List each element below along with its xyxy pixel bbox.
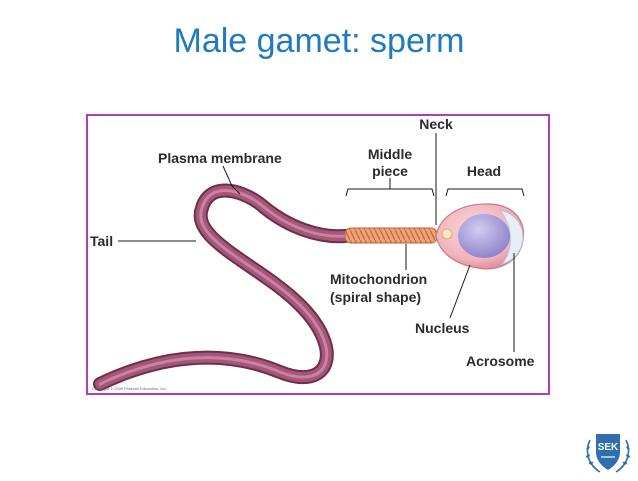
label-mitochondrion-line1: Mitochondrion — [330, 271, 427, 287]
label-mitochondrion-line2: (spiral shape) — [330, 289, 421, 305]
svg-text:SEK: SEK — [598, 442, 619, 453]
label-plasma-membrane: Plasma membrane — [158, 150, 282, 166]
label-tail: Tail — [90, 233, 113, 249]
sek-logo: SEK — [582, 430, 634, 476]
label-middle-piece-line2: piece — [372, 163, 408, 179]
copyright-note: Copyright © 2009 Pearson Education, Inc. — [92, 386, 167, 391]
nucleus — [458, 214, 510, 258]
middle-piece — [344, 227, 438, 244]
label-head: Head — [467, 163, 501, 179]
label-middle-piece-line1: Middle — [368, 146, 413, 162]
slide-title: Male gamet: sperm — [173, 22, 465, 60]
neck-centriole — [441, 228, 453, 240]
label-nucleus: Nucleus — [415, 320, 470, 336]
shield-icon — [596, 434, 620, 470]
label-acrosome: Acrosome — [466, 353, 535, 369]
label-neck: Neck — [419, 116, 453, 132]
